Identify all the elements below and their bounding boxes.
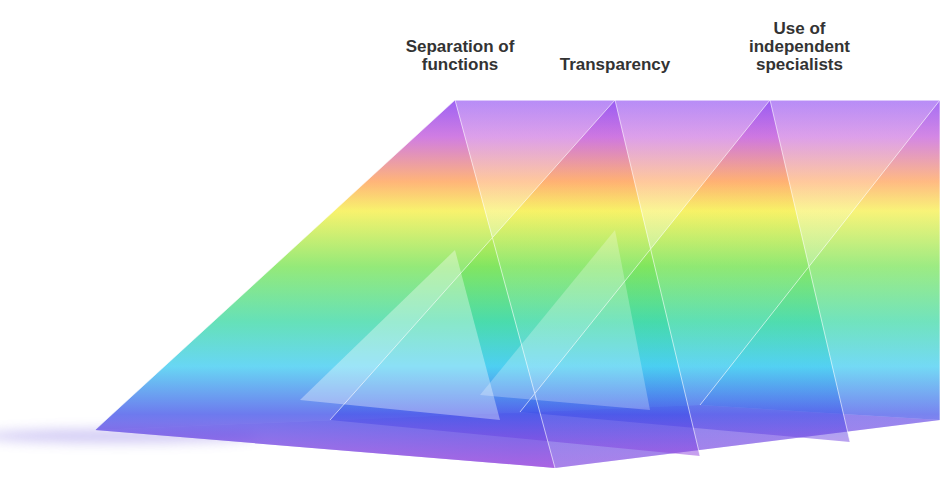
prism-highlight (480, 230, 650, 410)
prism-highlight (300, 250, 500, 420)
prism-ridge (455, 99, 940, 101)
column-heading: Separation of functions (395, 38, 525, 74)
column-heading: Use of independent specialists (742, 20, 857, 74)
column-heading: Transparency (545, 56, 685, 74)
prism-section (95, 100, 555, 468)
prism-edges (95, 100, 940, 468)
